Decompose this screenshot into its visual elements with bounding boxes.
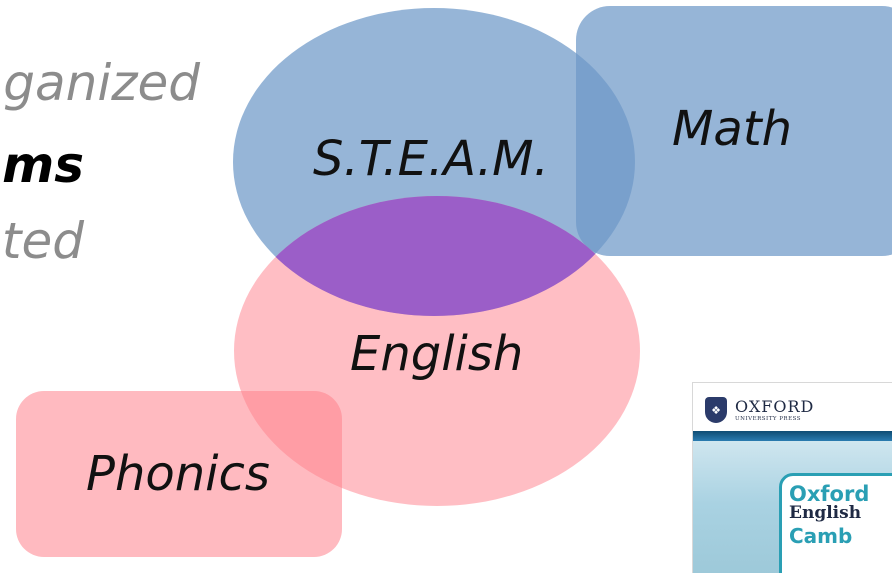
steam-english-overlap (234, 196, 635, 316)
book-publisher-sub: UNIVERSITY PRESS (735, 416, 802, 422)
math-label: Math (672, 101, 793, 157)
book-title-line1: Oxford (789, 482, 870, 506)
overlap-region (234, 196, 635, 316)
book-cover-image: ❖ OXFORD UNIVERSITY PRESS Oxford English… (693, 383, 892, 573)
oxford-crest-icon: ❖ (705, 397, 727, 423)
partial-text-organized: ganized (3, 54, 200, 112)
steam-label: S.T.E.A.M. (313, 131, 549, 187)
partial-text-integrated: ted (1, 212, 84, 270)
book-publisher: OXFORD (735, 397, 815, 416)
math-box (576, 6, 892, 256)
book-header: ❖ OXFORD UNIVERSITY PRESS (693, 383, 892, 433)
partial-text-programs: ms (2, 136, 84, 194)
book-title-card (779, 473, 892, 573)
english-label: English (350, 326, 524, 382)
book-title-line2: English (789, 503, 862, 523)
phonics-label: Phonics (86, 446, 270, 502)
phonics-box (16, 391, 342, 557)
book-stripe (693, 431, 892, 441)
book-title-line3: Camb (789, 524, 853, 548)
